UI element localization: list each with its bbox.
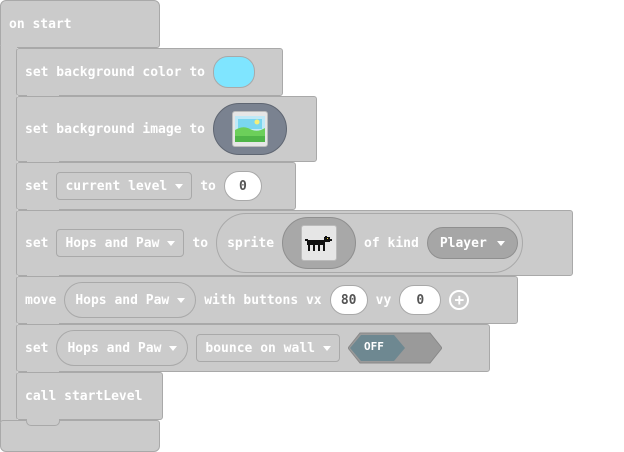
landscape-image-icon (232, 111, 269, 147)
toggle-state-label: OFF (363, 340, 384, 353)
sprite-variable-label: Hops and Paw (65, 235, 160, 251)
caret-down-icon (167, 240, 176, 246)
variable-dropdown-label: current level (65, 178, 168, 194)
on-start-footer (0, 420, 160, 452)
sprite-property-dropdown[interactable]: bounce on wall (196, 334, 340, 362)
background-image-picker[interactable] (213, 103, 288, 155)
bounce-toggle[interactable]: OFF (347, 332, 442, 364)
vy-keyword: vy (375, 292, 392, 308)
background-color-swatch[interactable] (213, 56, 256, 88)
create-sprite-reporter[interactable]: sprite of kind Player (216, 213, 523, 273)
on-start-label: on start (9, 16, 72, 32)
sprite-image-picker[interactable] (282, 217, 357, 269)
caret-down-icon (322, 345, 331, 351)
level-value-input[interactable]: 0 (223, 171, 262, 201)
vy-input[interactable]: 0 (399, 285, 442, 315)
set-level-block[interactable]: set current level to 0 (16, 162, 296, 210)
sprite-kind-dropdown[interactable]: Player (426, 227, 518, 259)
on-start-spine (0, 46, 17, 422)
bounce-sprite-reporter[interactable]: Hops and Paw (56, 330, 189, 366)
with-buttons-keyword: with buttons vx (204, 292, 322, 308)
set-bounce-block[interactable]: set Hops and Paw bounce on wall OFF (16, 324, 490, 372)
set-background-image-label: set background image to (25, 121, 206, 137)
of-kind-keyword: of kind (364, 235, 419, 251)
set-background-color-block[interactable]: set background color to (16, 48, 283, 96)
on-start-block[interactable]: on start (0, 0, 160, 48)
move-keyword: move (25, 292, 57, 308)
bounce-sprite-label: Hops and Paw (67, 340, 162, 356)
caret-down-icon (169, 345, 178, 351)
caret-down-icon (177, 297, 186, 303)
set-keyword: set (25, 235, 49, 251)
to-keyword: to (192, 235, 209, 251)
caret-down-icon (496, 240, 505, 246)
call-startlevel-label: call startLevel (25, 388, 143, 404)
sprite-property-label: bounce on wall (205, 340, 315, 356)
call-startlevel-block[interactable]: call startLevel (16, 372, 163, 420)
move-sprite-reporter[interactable]: Hops and Paw (64, 282, 197, 318)
plus-circle-icon[interactable]: + (449, 290, 470, 310)
sprite-kind-label: Player (439, 235, 487, 251)
to-keyword: to (200, 178, 216, 194)
variable-dropdown[interactable]: current level (56, 172, 193, 200)
vx-input[interactable]: 80 (329, 285, 368, 315)
set-keyword: set (25, 178, 49, 194)
set-sprite-block[interactable]: set Hops and Paw to sprite (16, 210, 573, 276)
sprite-keyword: sprite (227, 235, 275, 251)
set-keyword: set (25, 340, 49, 356)
sprite-variable-dropdown[interactable]: Hops and Paw (56, 229, 185, 257)
dog-sprite-icon (301, 225, 338, 261)
block-notch (26, 419, 60, 426)
set-background-color-label: set background color to (25, 64, 206, 80)
move-sprite-label: Hops and Paw (75, 292, 170, 308)
move-with-buttons-block[interactable]: move Hops and Paw with buttons vx 80 vy … (16, 276, 518, 324)
set-background-image-block[interactable]: set background image to (16, 96, 317, 162)
caret-down-icon (175, 183, 184, 189)
